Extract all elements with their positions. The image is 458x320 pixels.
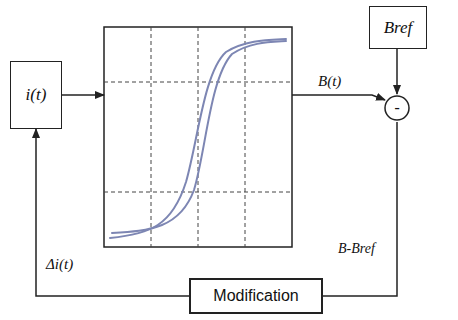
node-text: i(t) <box>26 85 47 105</box>
output-arrow <box>292 95 385 100</box>
node-text: - <box>394 98 400 118</box>
edge-label: Δi(t) <box>44 256 75 273</box>
signal-label: B(t) <box>316 73 343 90</box>
node-text: Bref <box>384 18 413 38</box>
node-text: Modification <box>213 287 298 305</box>
plot-frame <box>104 27 292 247</box>
feedback-connector <box>396 49 398 94</box>
reference-box: Bref <box>369 6 427 49</box>
modification-box: Modification <box>189 278 323 314</box>
error-label: B-Bref <box>336 241 377 257</box>
feedback-connector <box>36 129 189 296</box>
feedback-connector <box>323 122 397 296</box>
input-box: i(t) <box>10 61 62 129</box>
plot-grid <box>104 27 292 247</box>
summing-junction: - <box>384 94 410 122</box>
input-arrow <box>62 94 104 96</box>
hysteresis-loop <box>110 39 286 238</box>
